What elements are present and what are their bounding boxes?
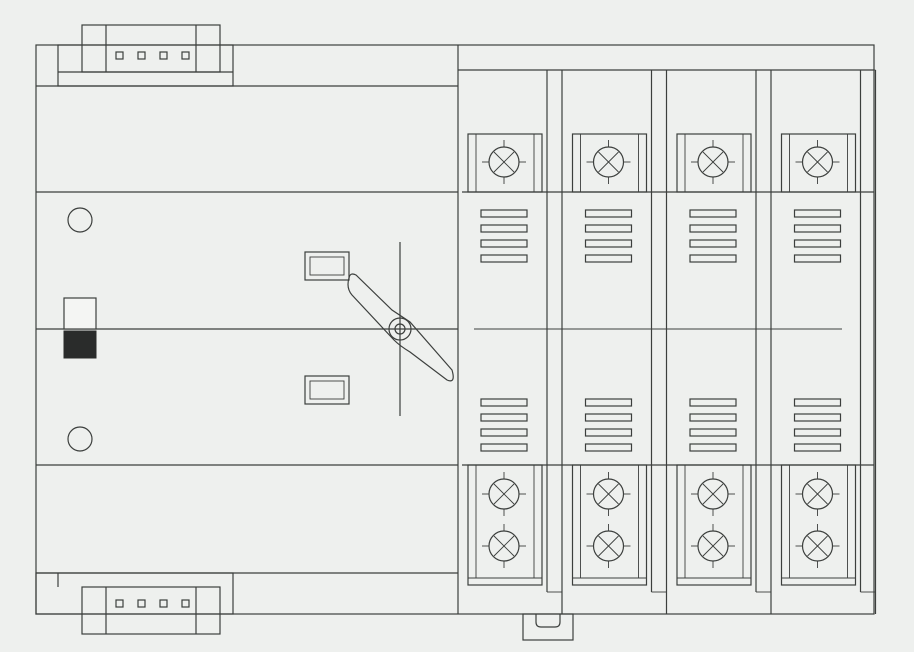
vent-slots-icon	[584, 209, 633, 263]
terminal-screw-icon	[795, 472, 840, 516]
top-terminal-housing	[467, 133, 543, 193]
clip-hole	[137, 51, 146, 60]
top-clip-holes	[115, 51, 190, 60]
upper-position-stop	[304, 251, 350, 281]
bottom-terminal-housing	[676, 464, 752, 586]
vent-slots-icon	[689, 209, 737, 263]
handle-pivot-inner	[394, 323, 406, 335]
clip-hole	[159, 51, 168, 60]
clip-hole	[159, 599, 168, 608]
top-clip-body	[81, 24, 221, 73]
housing	[35, 44, 875, 615]
clip-hole	[115, 599, 124, 608]
terminal-screw-icon	[482, 140, 526, 184]
bottom-latch-tab	[522, 613, 574, 641]
mount-hole-lower	[67, 426, 93, 452]
clip-hole	[115, 51, 124, 60]
bottom-mount-clip	[35, 572, 234, 635]
bottom-terminal-housing	[780, 464, 857, 586]
status-indicator-window	[63, 297, 97, 330]
bottom-clip-holes	[115, 599, 190, 608]
terminal-screw-icon	[586, 524, 631, 568]
vent-slots-icon	[584, 398, 633, 452]
vent-slots-icon	[480, 398, 528, 452]
bottom-terminal-housing	[571, 464, 648, 586]
terminal-screw-icon	[795, 524, 840, 568]
pole-module	[467, 69, 563, 614]
pole-modules	[467, 69, 877, 614]
top-terminal-housing	[780, 133, 857, 193]
rotary-handle-icon[interactable]	[347, 242, 454, 416]
vent-slots-icon	[793, 209, 842, 263]
pole-module	[780, 69, 877, 614]
terminal-screw-icon	[586, 472, 631, 516]
pole-module	[676, 69, 772, 614]
status-indicator-icon	[63, 330, 97, 359]
clip-hole	[181, 599, 190, 608]
lower-position-stop	[304, 375, 350, 405]
control-panel	[63, 207, 454, 452]
bottom-clip-body	[81, 586, 221, 635]
top-terminal-housing	[676, 133, 752, 193]
terminal-screw-icon	[691, 524, 735, 568]
top-clip-base	[57, 44, 234, 87]
vent-slots-icon	[689, 398, 737, 452]
terminal-screw-icon	[586, 140, 631, 184]
terminal-screw-icon	[691, 472, 735, 516]
terminal-screw-icon	[482, 524, 526, 568]
bottom-clip-base	[35, 572, 234, 615]
bottom-terminal-housing	[467, 464, 543, 586]
terminal-screw-icon	[691, 140, 735, 184]
top-mount-clip	[57, 24, 234, 87]
top-terminal-housing	[571, 133, 648, 193]
handle-pivot-outer	[388, 317, 412, 341]
clip-hole	[181, 51, 190, 60]
handle-lever[interactable]	[347, 273, 454, 382]
terminal-screw-icon	[795, 140, 840, 184]
vent-slots-icon	[793, 398, 842, 452]
terminal-screw-icon	[482, 472, 526, 516]
clip-hole	[137, 599, 146, 608]
vent-slots-icon	[480, 209, 528, 263]
mount-hole-upper	[67, 207, 93, 233]
pole-module	[571, 69, 668, 614]
